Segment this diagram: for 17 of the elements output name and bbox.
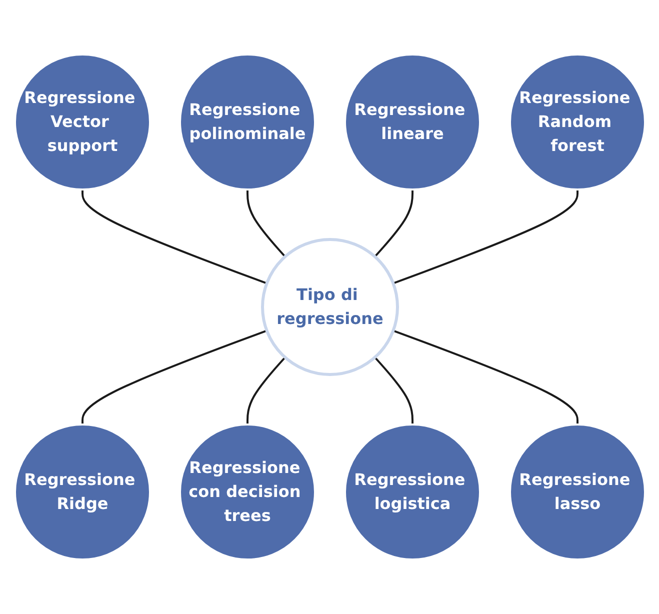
connector	[81, 330, 267, 424]
connector	[246, 356, 286, 424]
node-circle: Regressione lasso	[508, 424, 646, 560]
node-circle: Regressione lineare	[344, 54, 480, 190]
connector	[392, 190, 578, 284]
connector	[374, 356, 413, 424]
connector	[246, 190, 286, 258]
node-circle: Regressione con decision trees	[178, 424, 316, 560]
node-circle: Tipo di regressione	[260, 238, 398, 376]
node-circle: Regressione logistica	[344, 424, 480, 560]
connector	[81, 190, 267, 284]
node-circle: Regressione Random forest	[508, 54, 646, 190]
connector	[392, 330, 578, 424]
node-circle: Regressione Vector support	[14, 54, 150, 190]
connector	[374, 190, 413, 258]
node-circle: Regressione Ridge	[14, 424, 150, 560]
node-circle: Regressione polinominale	[178, 54, 316, 190]
